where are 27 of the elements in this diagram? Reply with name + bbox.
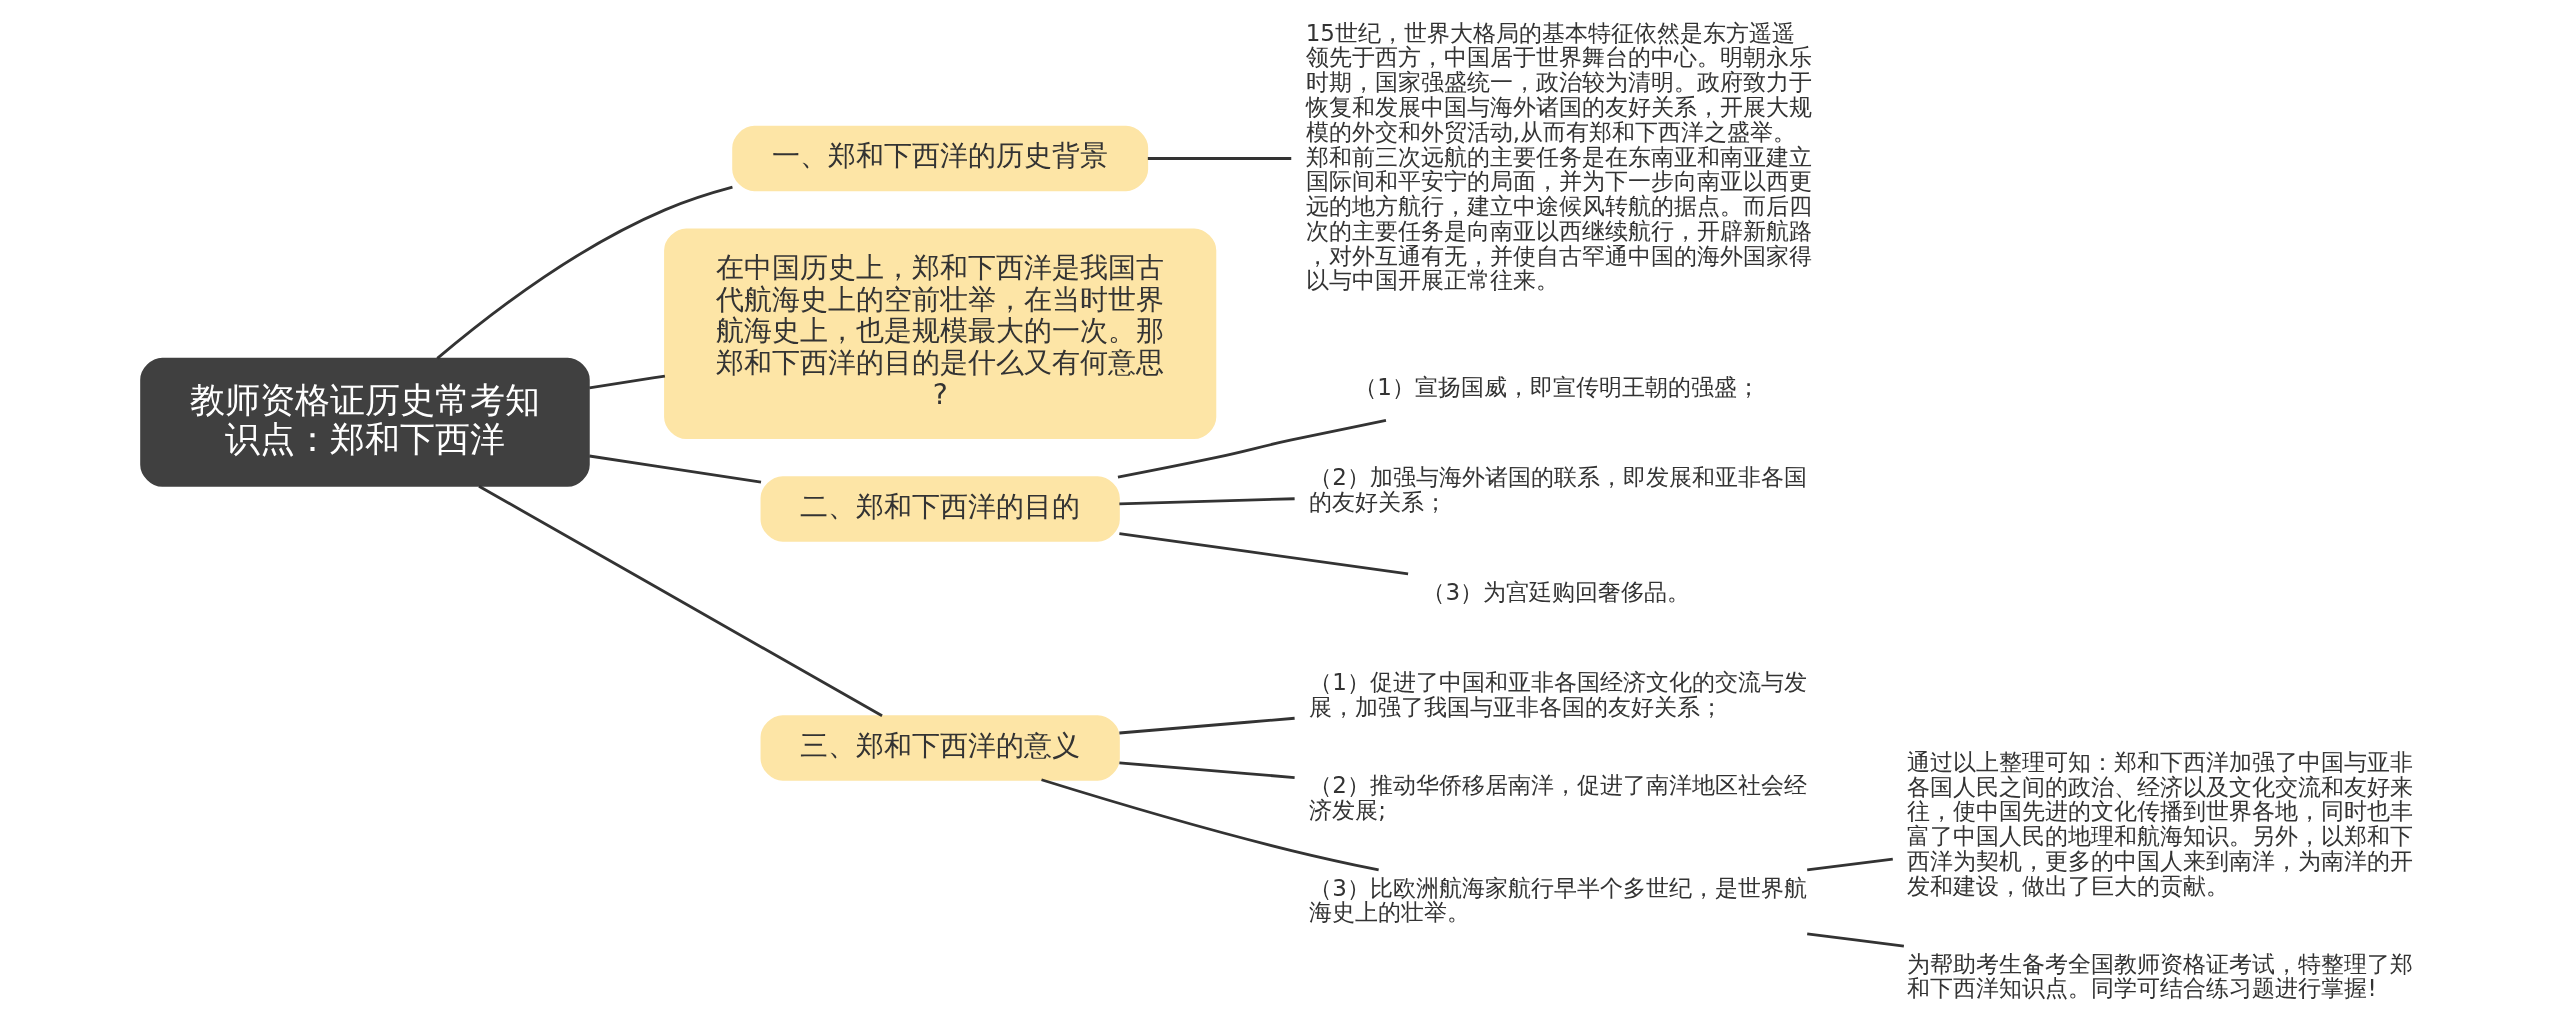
node-box: 三、郑和下西洋的意义 — [760, 715, 1120, 781]
connector — [589, 374, 666, 390]
connector — [1119, 532, 1409, 576]
node-box: 二、郑和下西洋的目的 — [760, 476, 1120, 542]
connector — [589, 454, 762, 484]
node-text: 15世纪，世界大格局的基本特征依然是东方遥遥领先于西方，中国居于世界舞台的中心。明朝永乐时期，国家强盛统一，政治较为清明。政府致力于恢复和发展中国与海外诸国的友好关系，开展大规模的外交和外贸活动,从而有郑和下西洋之盛举。郑和前三次远航的主要任务是在东南亚和南亚建立国际间和平安宁的局面，并为下一步向南亚以西更远的地方航行，建立中途候风转航的据点。而后四次的主要任务是向南亚以西继续航行，开辟新航路，对外互通有无，并使自古罕通中国的海外国家得以与中国开展正常往来。 — [1305, 19, 1812, 294]
connector — [1119, 761, 1295, 779]
connector — [1807, 857, 1893, 872]
connector — [436, 185, 733, 360]
node-text: 通过以上整理可知：郑和下西洋加强了中国与亚非各国人民之间的政治、经济以及文化交流和友好来往，使中国先进的文化传播到世界各地，同时也丰富了中国人民的地理和航海知识。另外，以郑和下西洋为契机，更多的中国人来到南洋，为南洋的开发和建设，做出了巨大的贡献。 — [1907, 748, 2414, 899]
node-text: （3）比欧洲航海家航行早半个多世纪，是世界航海史上的壮举。 — [1309, 874, 1807, 926]
connector — [1147, 157, 1292, 160]
node-text: （2）加强与海外诸国的联系，即发展和亚非各国的友好关系； — [1309, 463, 1807, 515]
node-box: 在中国历史上，郑和下西洋是我国古代航海史上的空前壮举，在当时世界航海史上，也是规模最大的一次。那郑和下西洋的目的是什么又有何意思? — [664, 228, 1217, 440]
connector — [1119, 497, 1295, 506]
connector — [1807, 932, 1905, 948]
connector — [1117, 419, 1387, 479]
node-box: 一、郑和下西洋的历史背景 — [732, 125, 1149, 192]
node-text: 为帮助考生备考全国教师资格证考试，特整理了郑和下西洋知识点。同学可结合练习题进行掌握! — [1907, 950, 2414, 1002]
node-text: （2）推动华侨移居南洋，促进了南洋地区社会经济发展; — [1309, 771, 1807, 823]
node-text: （1）宣扬国威，即宣传明王朝的强盛； — [1354, 373, 1760, 400]
node-text: （3）为宫廷购回奢侈品。 — [1422, 578, 1691, 605]
node-text: （1）促进了中国和亚非各国经济文化的交流与发展，加强了我国与亚非各国的友好关系； — [1309, 669, 1807, 720]
node-box: 教师资格证历史常考知识点：郑和下西洋 — [140, 357, 590, 487]
connector — [1119, 716, 1295, 735]
connector — [478, 484, 883, 717]
connector — [1041, 778, 1379, 872]
